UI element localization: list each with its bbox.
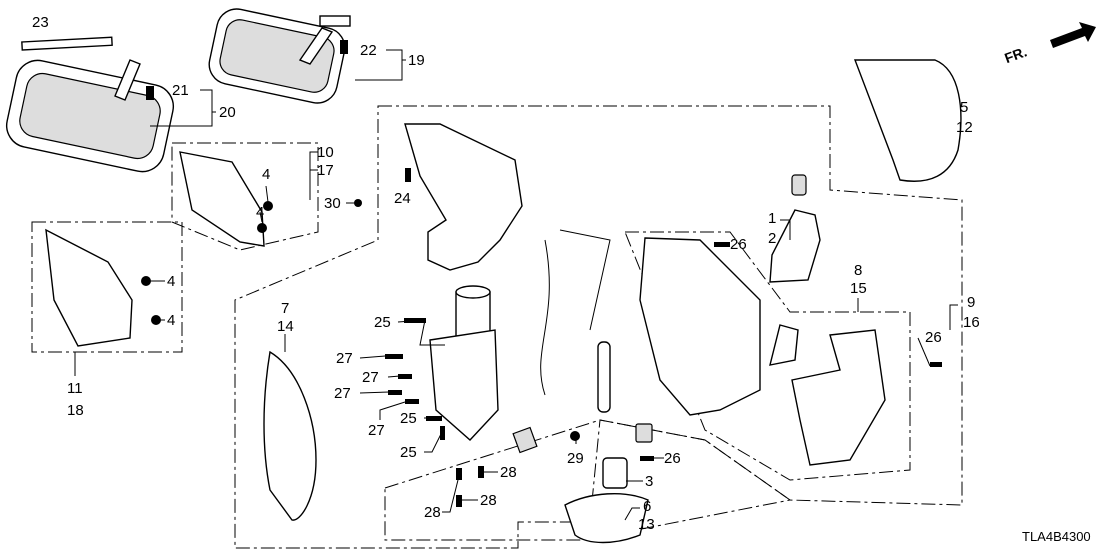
grommet [597,341,611,413]
callout-25: 25 [400,444,417,461]
mirror-cover-23 [21,36,113,51]
callout-10: 10 [317,144,334,161]
side-turn-light [769,209,821,283]
callout-2: 2 [768,230,776,247]
callout-30: 30 [324,195,341,212]
callout-26: 26 [730,236,747,253]
callout-27: 27 [334,385,351,402]
callout-26: 26 [664,450,681,467]
rearview-mirror-20 [5,59,175,173]
callout-16: 16 [963,314,980,331]
callout-28: 28 [424,504,441,521]
garnish-group-upper [171,142,319,251]
garnish-11 [45,228,133,347]
callout-18: 18 [67,402,84,419]
actuator [429,285,499,441]
diagram-code: TLA4B4300 [1022,529,1091,544]
callout-11: 11 [67,380,83,397]
fasteners [141,40,942,507]
callout-28: 28 [500,464,517,481]
front-arrow-icon [1050,22,1096,48]
callout-22: 22 [360,42,377,59]
callout-8: 8 [854,262,862,279]
mirror-base-cover [404,123,523,271]
clip [512,426,538,454]
callout-9: 9 [967,294,975,311]
housing-group [624,231,911,481]
callout-24: 24 [394,190,411,207]
base-cover-group [384,419,792,541]
bracket [769,324,799,366]
callout-23: 23 [32,14,49,31]
skull-cap-5 [853,59,962,182]
callout-7: 7 [281,300,289,317]
bulb [791,174,807,196]
garnish-10 [179,151,265,247]
callout-4: 4 [167,312,175,329]
garnish-group-lower [31,221,183,353]
callout-6: 6 [643,498,651,515]
rearview-mirror-19 [208,8,351,104]
callout-13: 13 [638,516,655,533]
callout-12: 12 [956,119,973,136]
callout-5: 5 [960,99,968,116]
callout-labels: 23 22 19 21 20 10 17 4 4 30 24 5 12 1 2 … [32,14,980,533]
lower-cover-8 [791,329,886,466]
bottom-cover-6 [564,492,649,544]
callout-20: 20 [219,104,236,121]
camera-connector [635,423,653,443]
callout-19: 19 [408,52,425,69]
wire-harness [540,229,611,396]
callout-21: 21 [172,82,189,99]
assembly-boundary [234,105,963,549]
mirror-glass-7 [263,350,317,521]
callout-3: 3 [645,473,653,490]
callout-4: 4 [256,204,264,221]
callout-17: 17 [317,162,334,179]
callout-4: 4 [167,273,175,290]
mirror-housing [639,237,761,416]
callout-27: 27 [336,350,353,367]
callout-26: 26 [925,329,942,346]
callout-1: 1 [768,210,776,227]
direction-label: FR. [1002,43,1029,66]
callout-15: 15 [850,280,867,297]
callout-27: 27 [362,369,379,386]
callout-28: 28 [480,492,497,509]
callout-29: 29 [567,450,584,467]
callout-4: 4 [262,166,270,183]
camera-3 [602,457,628,489]
callout-25: 25 [374,314,391,331]
callout-25: 25 [400,410,417,427]
callout-14: 14 [277,318,294,335]
callout-27: 27 [368,422,385,439]
